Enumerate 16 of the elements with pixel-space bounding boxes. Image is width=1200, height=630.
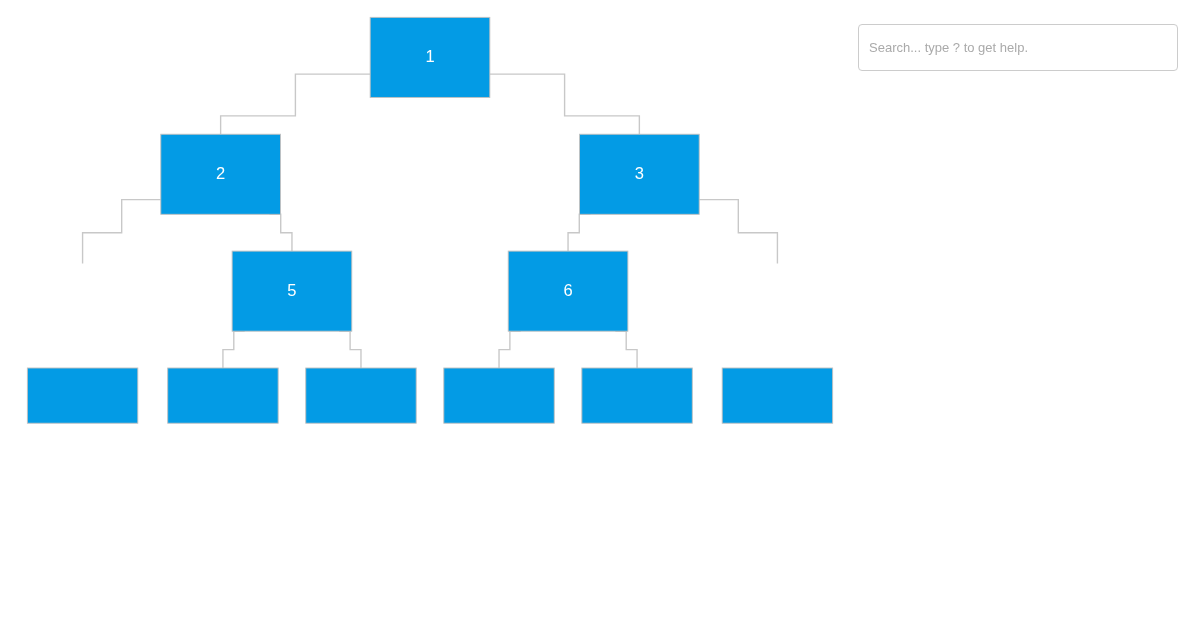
connector — [81, 198, 162, 265]
node-box: 2 — [160, 133, 281, 215]
node-box: 6 — [507, 250, 629, 332]
node-box — [26, 367, 139, 424]
node-box: 3 — [579, 133, 700, 215]
node-box — [167, 367, 279, 424]
node-box — [581, 367, 693, 424]
connector — [219, 73, 371, 135]
node-box — [721, 367, 834, 424]
search-field: Search... type ? to get help. — [858, 24, 1178, 71]
node-box: 5 — [231, 250, 353, 332]
node-box — [443, 367, 555, 424]
connector — [698, 198, 779, 265]
node-box — [305, 367, 417, 424]
connector — [489, 73, 641, 135]
node-box: 1 — [369, 16, 491, 98]
